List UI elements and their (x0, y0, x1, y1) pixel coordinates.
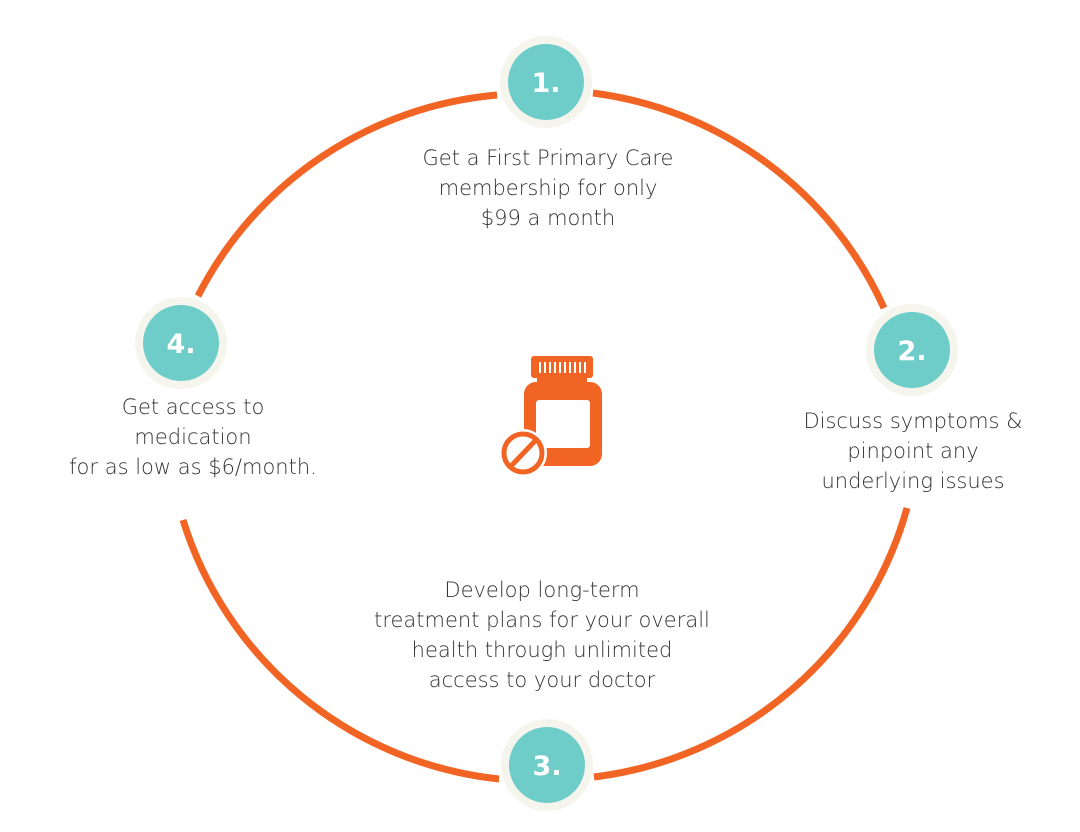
cycle-arc-2-to-3 (593, 507, 911, 781)
step-3-badge: 3. (501, 719, 593, 811)
step-4-line-2: medication (134, 425, 252, 449)
step-2-line-2: pinpoint any (847, 439, 979, 463)
cycle-arc-3-to-4 (179, 518, 500, 783)
step-4-line-1: Get access to (121, 395, 265, 419)
step-1-line-2: membership for only (438, 176, 658, 200)
step-3-line-4: access to your doctor (428, 668, 656, 692)
step-4-description: Get access to medication for as low as $… (40, 392, 346, 482)
step-3-number: 3. (532, 751, 561, 782)
step-1-line-1: Get a First Primary Care (422, 146, 674, 170)
step-4-badge: 4. (135, 297, 227, 389)
step-2-number: 2. (897, 336, 926, 367)
step-1-line-3: $99 a month (480, 206, 616, 230)
step-1-number: 1. (531, 68, 560, 99)
step-2-description: Discuss symptoms & pinpoint any underlyi… (778, 406, 1048, 496)
cycle-arc-1-to-2 (592, 89, 888, 310)
cycle-arc-4-to-1 (194, 91, 498, 298)
step-4-line-3: for as low as $6/month. (69, 455, 317, 479)
step-2-badge: 2. (866, 304, 958, 396)
step-2-line-3: underlying issues (821, 469, 1005, 493)
step-2-line-1: Discuss symptoms & (803, 409, 1023, 433)
step-3-line-3: health through unlimited (411, 638, 673, 662)
step-3-line-1: Develop long-term (444, 578, 640, 602)
step-1-description: Get a First Primary Care membership for … (398, 143, 698, 233)
step-4-number: 4. (166, 329, 195, 360)
step-3-line-2: treatment plans for your overall (374, 608, 710, 632)
pill-bottle-icon (499, 356, 602, 477)
step-3-description: Develop long-term treatment plans for yo… (352, 575, 732, 695)
step-1-badge: 1. (500, 36, 592, 128)
